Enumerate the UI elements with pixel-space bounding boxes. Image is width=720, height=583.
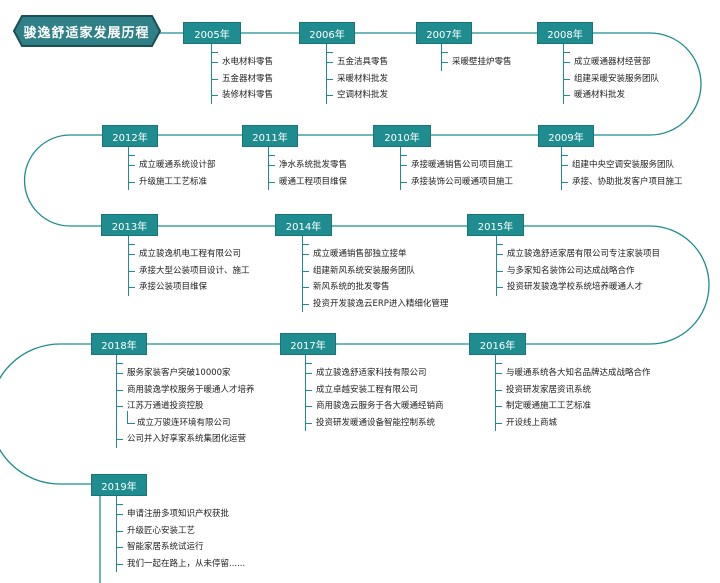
list-item: 装修材料零售 <box>210 87 273 104</box>
milestone-2007-items: 采暖壁挂炉零售 <box>441 44 512 71</box>
year-2017: 2017年 <box>280 333 336 355</box>
list-item: 投资研发家居资讯系统 <box>495 382 651 399</box>
list-item: 智能家居系统试运行 <box>115 539 245 556</box>
milestone-2015-items: 成立骏逸舒适家居有限公司专注家装项目 与多家知名装饰公司达成战略合作 投资研发骏… <box>495 236 660 296</box>
list-item: 服务家装客户突破10000家 <box>116 365 255 382</box>
milestone-2006-items: 五金洁具零售 采暖材料批发 空调材料批发 <box>325 44 388 104</box>
list-item: 成立暖通销售部独立接单 <box>301 246 448 263</box>
list-item: 商用骏逸云服务于各大暖通经销商 <box>305 398 444 415</box>
milestone-2010-items: 承接暖通销售公司项目施工 承接装饰公司暖通项目施工 <box>399 147 513 191</box>
list-item: 升级匠心安装工艺 <box>115 523 245 540</box>
list-item: 成立卓越安装工程有限公司 <box>305 382 444 399</box>
year-2014: 2014年 <box>275 214 332 236</box>
timeline-path <box>0 32 710 583</box>
year-2018: 2018年 <box>91 333 147 355</box>
list-item: 成立暖通器材经营部 <box>562 54 659 71</box>
milestone-2016-items: 与暖通系统各大知名品牌达成战略合作 投资研发家居资讯系统 制定暖通施工工艺标准 … <box>495 355 651 431</box>
title-badge <box>12 15 162 47</box>
list-item: 组建新风系统安装服务团队 <box>301 263 448 280</box>
list-item: 组建中央空调安装服务团队 <box>561 157 683 174</box>
year-2016: 2016年 <box>469 333 526 355</box>
list-item: 商用骏逸学校服务于暖通人才培养 <box>116 382 255 399</box>
year-2010: 2010年 <box>373 125 431 147</box>
milestone-2018-items: 服务家装客户突破10000家 商用骏逸学校服务于暖通人才培养 江苏万通道投资控股… <box>116 355 255 448</box>
list-item: 新风系统的批发零售 <box>301 279 448 296</box>
list-item: 承接装饰公司暖通项目施工 <box>399 174 513 191</box>
list-item: 暖通材料批发 <box>562 87 659 104</box>
list-item: 开设线上商城 <box>495 415 651 432</box>
list-item: 空调材料批发 <box>325 87 388 104</box>
list-item: 承接暖通销售公司项目施工 <box>399 157 513 174</box>
list-item: 投资开发骏逸云ERP进入精细化管理 <box>301 296 448 313</box>
list-item-sub-text: 成立万骏连环境有限公司 <box>137 417 231 428</box>
year-2015: 2015年 <box>467 214 524 236</box>
list-item: 公司并入好享家系统集团化运营 <box>116 431 255 448</box>
list-item: 申请注册多项知识产权获批 <box>115 506 245 523</box>
list-item: 水电材料零售 <box>210 54 273 71</box>
page-title: 骏逸舒适家发展历程 <box>23 25 150 41</box>
milestone-2013-items: 成立骏逸机电工程有限公司 承接大型公装项目设计、施工 承接公装项目维保 <box>128 236 250 296</box>
milestone-2009-items: 组建中央空调安装服务团队 承接、协助批发客户项目施工 <box>561 147 683 190</box>
year-2019: 2019年 <box>91 474 147 496</box>
milestone-2019-items: 申请注册多项知识产权获批 升级匠心安装工艺 智能家居系统试运行 我们一起在路上，… <box>115 496 245 573</box>
list-item: 制定暖通施工工艺标准 <box>495 398 651 415</box>
milestone-2008-items: 成立暖通器材经营部 组建采暖安装服务团队 暖通材料批发 <box>562 44 659 104</box>
list-item: 承接大型公装项目设计、施工 <box>128 263 250 280</box>
list-item: 暖通工程项目维保 <box>267 174 347 191</box>
milestone-2017-items: 成立骏逸舒适家科技有限公司 成立卓越安装工程有限公司 商用骏逸云服务于各大暖通经… <box>305 355 444 431</box>
list-item: 成立骏逸机电工程有限公司 <box>128 246 250 263</box>
list-item: 与暖通系统各大知名品牌达成战略合作 <box>495 365 651 382</box>
year-2007: 2007年 <box>416 22 472 44</box>
list-item: 承接、协助批发客户项目施工 <box>561 174 683 191</box>
list-item: 成立骏逸舒适家科技有限公司 <box>305 365 444 382</box>
milestone-2011-items: 净水系统批发零售 暖通工程项目维保 <box>267 147 347 191</box>
year-2012: 2012年 <box>102 125 158 147</box>
year-2005: 2005年 <box>183 22 241 44</box>
list-item: 投资研发暖通设备智能控制系统 <box>305 415 444 432</box>
list-item: 升级施工工艺标准 <box>128 174 216 191</box>
list-item: 五金器材零售 <box>210 71 273 88</box>
list-item: 净水系统批发零售 <box>267 157 347 174</box>
year-2008: 2008年 <box>537 22 593 44</box>
year-2009: 2009年 <box>538 125 594 147</box>
milestone-2005-items: 水电材料零售 五金器材零售 装修材料零售 <box>210 44 273 104</box>
year-2006: 2006年 <box>299 22 355 44</box>
year-2013: 2013年 <box>101 214 158 236</box>
list-item: 组建采暖安装服务团队 <box>562 71 659 88</box>
year-2011: 2011年 <box>242 125 298 147</box>
list-item: 采暖壁挂炉零售 <box>441 54 512 71</box>
list-item-sub: 成立万骏连环境有限公司 <box>127 410 255 432</box>
list-item: 采暖材料批发 <box>325 71 388 88</box>
list-item: 承接公装项目维保 <box>128 279 250 296</box>
list-item: 成立暖通系统设计部 <box>128 157 216 174</box>
milestone-2012-items: 成立暖通系统设计部 升级施工工艺标准 <box>128 147 216 190</box>
list-item: 成立骏逸舒适家居有限公司专注家装项目 <box>495 246 660 263</box>
list-item: 投资研发骏逸学校系统培养暖通人才 <box>495 279 660 296</box>
list-item: 我们一起在路上，从未停留...... <box>115 556 245 573</box>
list-item: 五金洁具零售 <box>325 54 388 71</box>
list-item: 江苏万通道投资控股 <box>116 398 255 415</box>
milestone-2014-items: 成立暖通销售部独立接单 组建新风系统安装服务团队 新风系统的批发零售 投资开发骏… <box>301 236 448 313</box>
list-item: 与多家知名装饰公司达成战略合作 <box>495 263 660 280</box>
